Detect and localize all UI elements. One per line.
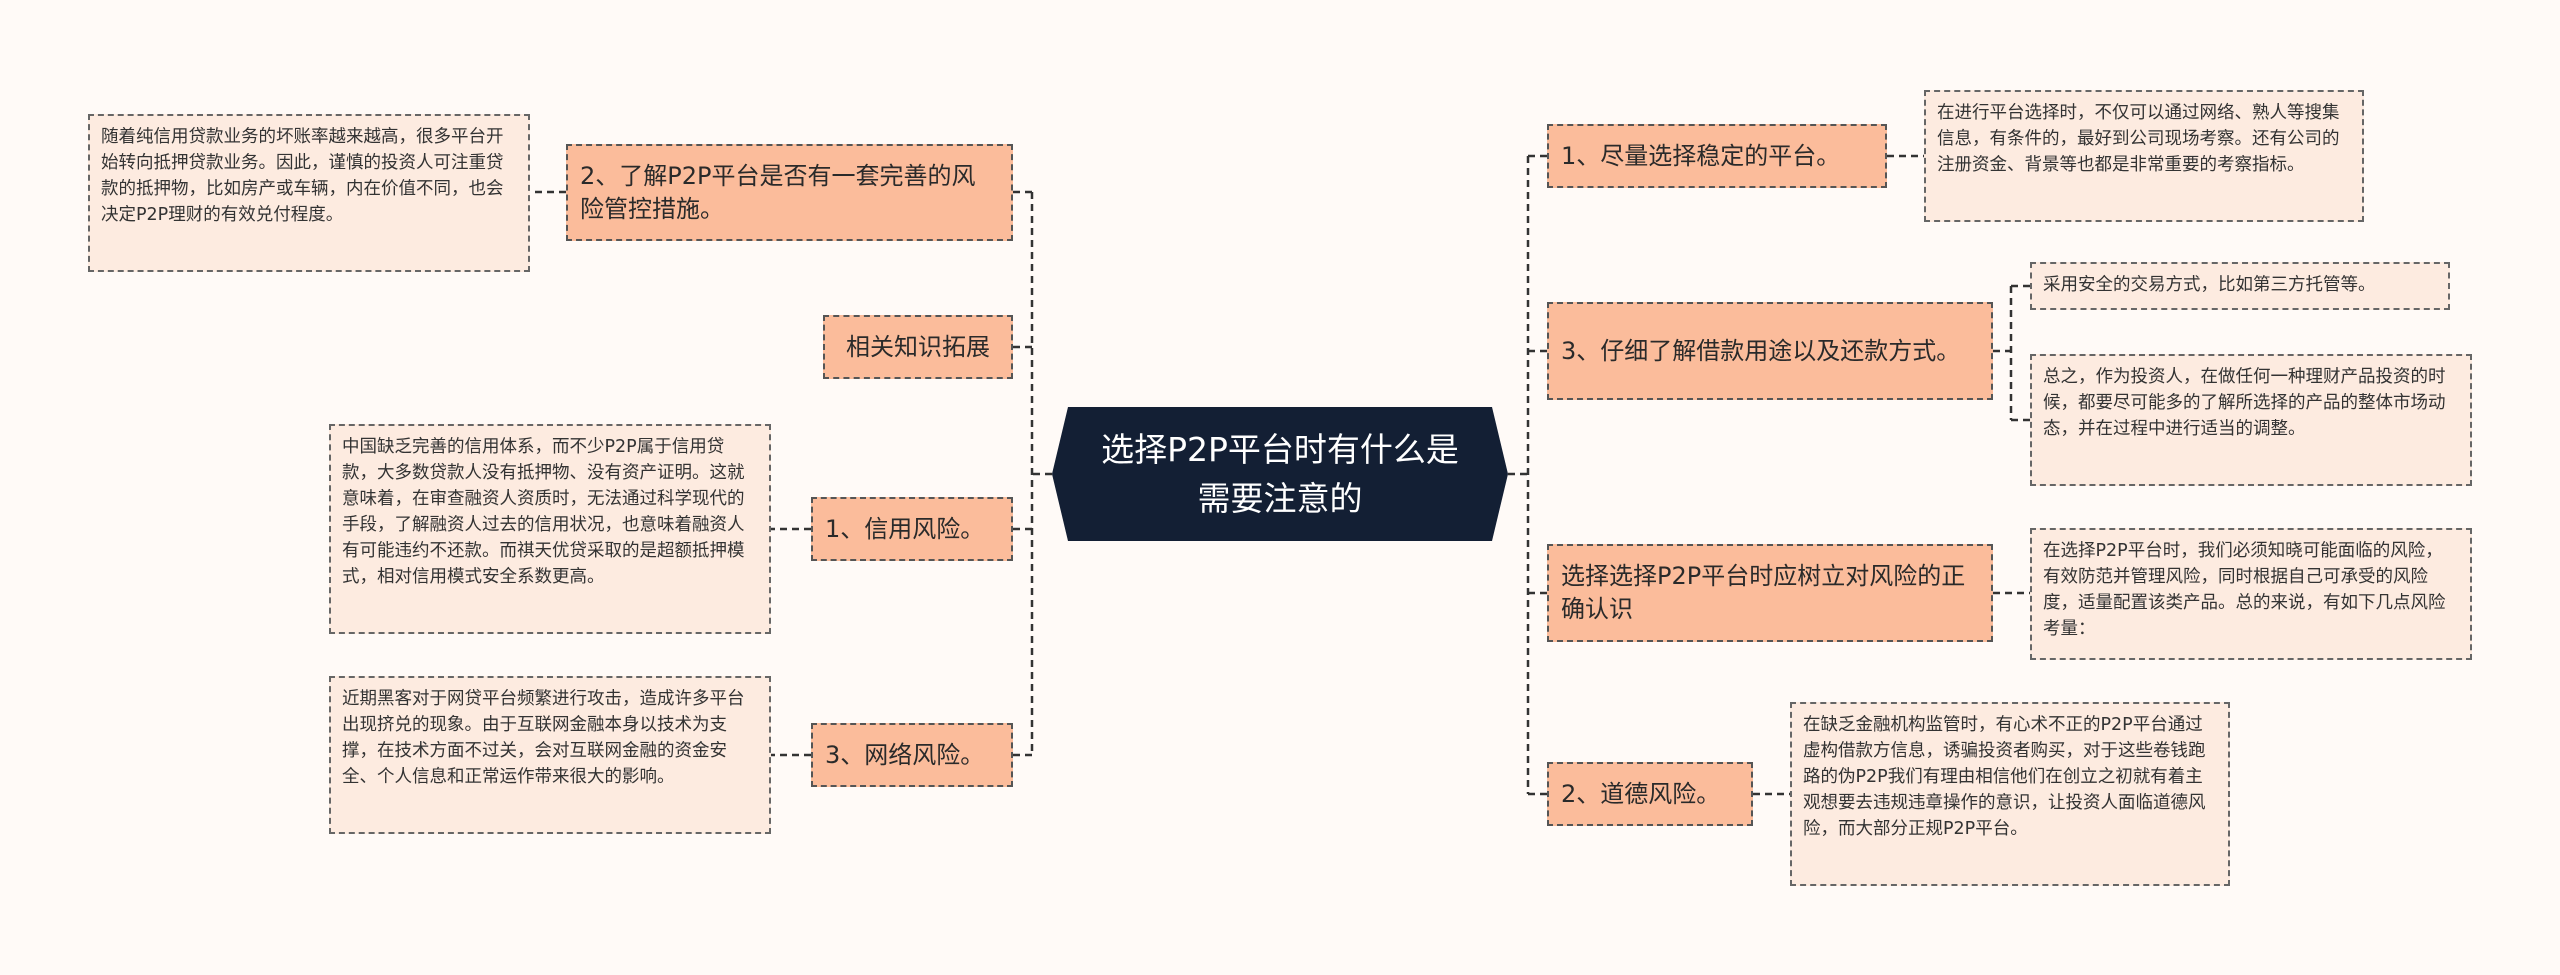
topic-moral-risk[interactable]: 2、道德风险。: [1547, 762, 1753, 826]
topic-loan-usage[interactable]: 3、仔细了解借款用途以及还款方式。: [1547, 302, 1993, 400]
note-loan-usage-safe-trading: 采用安全的交易方式，比如第三方托管等。: [2030, 262, 2450, 310]
note-risk-control: 随着纯信用贷款业务的坏账率越来越高，很多平台开始转向抵押贷款业务。因此，谨慎的投…: [88, 114, 530, 272]
topic-knowledge-expansion-label: 相关知识拓展: [846, 332, 990, 361]
note-network-risk-text: 近期黑客对于网贷平台频繁进行攻击，造成许多平台出现挤兑的现象。由于互联网金融本身…: [342, 689, 745, 787]
central-topic[interactable]: 选择P2P平台时有什么是需要注意的: [1052, 407, 1508, 541]
note-loan-usage-summary: 总之，作为投资人，在做任何一种理财产品投资的时候，都要尽可能多的了解所选择的产品…: [2030, 354, 2472, 486]
connector-loan-usage-notes: [1993, 284, 2030, 422]
topic-risk-awareness[interactable]: 选择选择P2P平台时应树立对风险的正确认识: [1547, 544, 1993, 642]
topic-stable-platform[interactable]: 1、尽量选择稳定的平台。: [1547, 124, 1887, 188]
note-stable-platform-text: 在进行平台选择时，不仅可以通过网络、熟人等搜集信息，有条件的，最好到公司现场考察…: [1937, 103, 2340, 175]
topic-risk-control[interactable]: 2、了解P2P平台是否有一套完善的风险管控措施。: [566, 144, 1013, 241]
note-moral-risk: 在缺乏金融机构监管时，有心术不正的P2P平台通过虚构借款方信息，诱骗投资者购买，…: [1790, 702, 2230, 886]
topic-credit-risk-label: 1、信用风险。: [825, 514, 985, 543]
central-topic-label: 选择P2P平台时有什么是需要注意的: [1101, 430, 1459, 518]
note-moral-risk-text: 在缺乏金融机构监管时，有心术不正的P2P平台通过虚构借款方信息，诱骗投资者购买，…: [1803, 715, 2206, 839]
note-loan-usage-summary-text: 总之，作为投资人，在做任何一种理财产品投资的时候，都要尽可能多的了解所选择的产品…: [2043, 367, 2446, 439]
topic-stable-platform-label: 1、尽量选择稳定的平台。: [1561, 141, 1841, 170]
topic-network-risk-label: 3、网络风险。: [825, 740, 985, 769]
topic-knowledge-expansion[interactable]: 相关知识拓展: [823, 315, 1013, 379]
note-credit-risk-text: 中国缺乏完善的信用体系，而不少P2P属于信用贷款，大多数贷款人没有抵押物、没有资…: [342, 437, 745, 587]
note-stable-platform: 在进行平台选择时，不仅可以通过网络、熟人等搜集信息，有条件的，最好到公司现场考察…: [1924, 90, 2364, 222]
topic-loan-usage-label: 3、仔细了解借款用途以及还款方式。: [1561, 336, 1961, 365]
note-network-risk: 近期黑客对于网贷平台频繁进行攻击，造成许多平台出现挤兑的现象。由于互联网金融本身…: [329, 676, 771, 834]
note-loan-usage-safe-trading-text: 采用安全的交易方式，比如第三方托管等。: [2043, 275, 2376, 295]
topic-credit-risk[interactable]: 1、信用风险。: [811, 497, 1013, 561]
note-risk-awareness: 在选择P2P平台时，我们必须知晓可能面临的风险，有效防范并管理风险，同时根据自己…: [2030, 528, 2472, 660]
topic-risk-control-label: 2、了解P2P平台是否有一套完善的风险管控措施。: [580, 161, 976, 223]
note-credit-risk: 中国缺乏完善的信用体系，而不少P2P属于信用贷款，大多数贷款人没有抵押物、没有资…: [329, 424, 771, 634]
topic-moral-risk-label: 2、道德风险。: [1561, 779, 1721, 808]
topic-network-risk[interactable]: 3、网络风险。: [811, 723, 1013, 787]
note-risk-awareness-text: 在选择P2P平台时，我们必须知晓可能面临的风险，有效防范并管理风险，同时根据自己…: [2043, 541, 2446, 639]
note-risk-control-text: 随着纯信用贷款业务的坏账率越来越高，很多平台开始转向抵押贷款业务。因此，谨慎的投…: [101, 127, 504, 225]
topic-risk-awareness-label: 选择选择P2P平台时应树立对风险的正确认识: [1561, 562, 1966, 623]
